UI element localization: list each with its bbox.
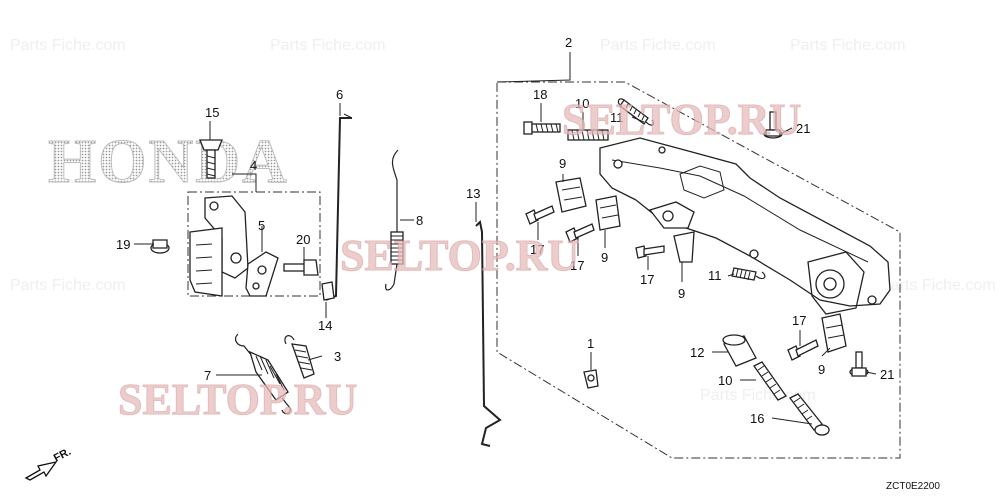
watermark-top: SELTOP.RU [562,95,801,144]
callout-15: 15 [205,105,219,120]
part-12-collar [722,334,757,367]
part-17-bolt-b [565,223,595,243]
part-11-spring-top [617,98,655,126]
callout-9b: 9 [601,250,608,265]
svg-text:Parts Fiche.com: Parts Fiche.com [270,37,386,54]
callout-9c: 9 [678,286,685,301]
part-17-bolt-c [635,245,665,259]
part-2-control-base [599,137,891,315]
callout-12: 12 [690,345,704,360]
svg-text:Parts Fiche.com: Parts Fiche.com [10,277,126,294]
callout-19: 19 [116,237,130,252]
callout-5: 5 [258,218,265,233]
bracket-group-outline [187,191,321,297]
callout-numbers: 15 4 5 19 20 6 14 8 3 7 13 1 2 18 10 11 … [116,35,894,426]
part-9-clip-b [595,195,621,231]
part-10-spring-top [567,129,609,141]
callout-21a: 21 [796,121,810,136]
callout-3: 3 [334,349,341,364]
part-21-bolt-bottom [849,351,869,377]
callout-4: 4 [250,158,257,173]
callout-10a: 10 [575,96,589,111]
part-21-bolt-top [763,111,783,139]
callout-8: 8 [416,213,423,228]
callout-17d: 17 [792,313,806,328]
svg-text:Parts Fiche.com: Parts Fiche.com [700,387,816,404]
callout-11b: 11 [708,268,722,283]
callout-21b: 21 [880,367,894,382]
part-8-spring [385,149,404,291]
honda-logo: HONDA [48,128,289,196]
callout-6: 6 [336,87,343,102]
part-9-clip-c [673,231,695,263]
part-13-control-rod [475,219,502,447]
svg-text:Parts Fiche.com: Parts Fiche.com [600,37,716,54]
part-11-spring-bottom [731,267,766,281]
front-marker-label: FR. [52,446,73,465]
part-10-spring-bottom [753,361,787,401]
callout-14: 14 [318,318,332,333]
part-18-screw [523,121,561,135]
faint-background-text: Parts Fiche.com Parts Fiche.com Parts Fi… [10,37,996,404]
svg-text:Parts Fiche.com: Parts Fiche.com [10,37,126,54]
callout-18: 18 [533,87,547,102]
callout-16: 16 [750,411,764,426]
svg-text:Parts Fiche.com: Parts Fiche.com [880,277,996,294]
callout-1: 1 [587,336,594,351]
part-16-long-bolt [789,393,830,436]
part-1-joint [583,369,599,389]
part-14-clip [321,281,335,301]
callout-2: 2 [565,35,572,50]
part-9-clip-a [555,177,587,213]
part-4-bracket [189,195,249,297]
callout-9a: 9 [559,156,566,171]
watermarks: SELTOP.RU SELTOP.RU SELTOP.RU [118,95,802,425]
diagram-code: ZCT0E2200 [886,481,940,492]
part-9-clip-d [821,313,847,353]
part-20-bolt [283,259,319,276]
callout-20: 20 [296,232,310,247]
callout-17a: 17 [530,242,544,257]
part-19-flange-nut [150,239,170,254]
svg-text:Parts Fiche.com: Parts Fiche.com [790,37,906,54]
callout-13: 13 [466,186,480,201]
watermark-middle: SELTOP.RU [340,231,579,280]
callout-17b: 17 [570,258,584,273]
part-17-bolt-a [525,205,555,225]
callout-7: 7 [204,368,211,383]
part-3-spring [284,335,315,379]
leader-lines [134,52,877,425]
part-7-spring [234,333,291,415]
callout-17c: 17 [640,272,654,287]
callout-9d: 9 [818,362,825,377]
watermark-bottom: SELTOP.RU [118,375,357,424]
part-5-plate [245,251,279,297]
front-direction-arrow: FR. [24,446,73,481]
assembly-group-outline [496,81,901,459]
callout-11a: 11 [610,110,624,125]
part-17-bolt-d [787,339,819,361]
part-15-bolt [199,139,223,179]
callout-10b: 10 [718,373,732,388]
